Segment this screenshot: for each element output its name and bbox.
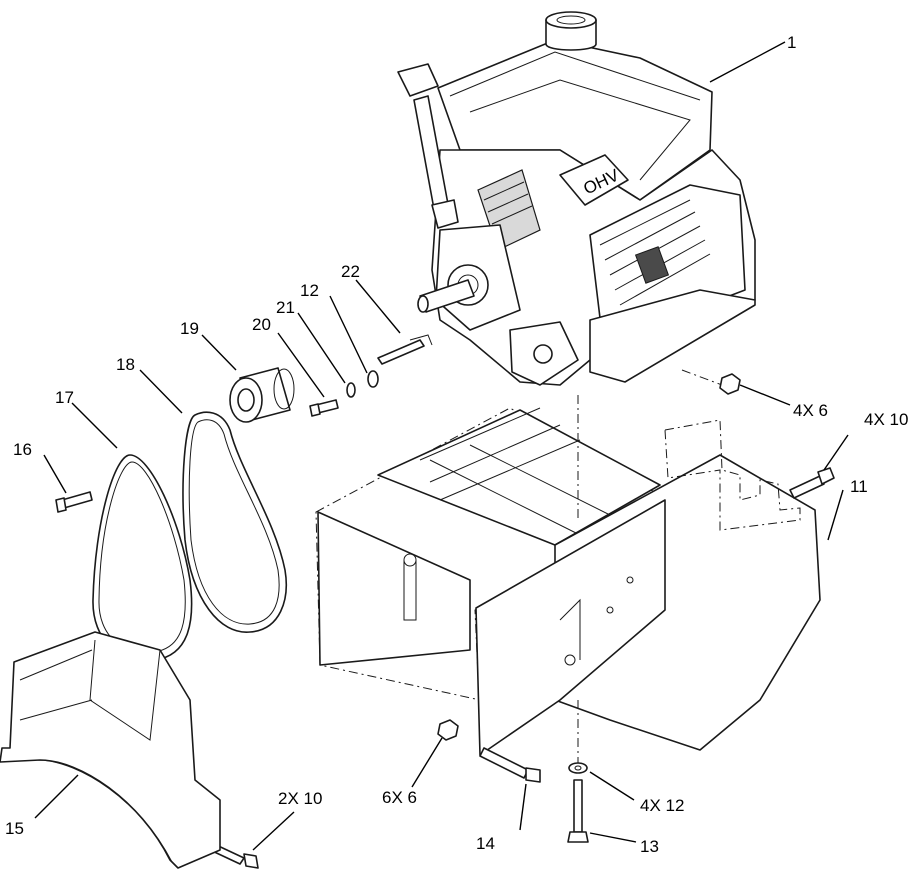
callout-17: 17 (55, 388, 74, 407)
callout-4x12: 4X 12 (640, 796, 684, 815)
callout-4x10: 4X 10 (864, 410, 908, 429)
callout-20: 20 (252, 315, 271, 334)
callout-4x6: 4X 6 (793, 401, 828, 420)
callout-2x10: 2X 10 (278, 789, 322, 808)
callout-11: 11 (850, 477, 868, 496)
fasteners (55, 334, 835, 869)
belt-cover (0, 631, 221, 869)
callout-13: 13 (640, 837, 659, 856)
callout-12: 12 (300, 281, 319, 300)
pulley (229, 367, 295, 423)
engine-assembly: OHV (397, 11, 756, 386)
frame-housing (315, 369, 821, 765)
callout-6x6: 6X 6 (382, 788, 417, 807)
callout-19: 19 (180, 319, 199, 338)
callout-21: 21 (276, 298, 295, 317)
callout-18: 18 (116, 355, 135, 374)
callout-1: 1 (787, 33, 796, 52)
callout-15: 15 (5, 819, 24, 838)
callout-labels: 1 11 12 13 14 15 16 17 18 19 20 21 22 4X… (5, 33, 908, 856)
callout-14: 14 (476, 834, 495, 853)
callout-22: 22 (341, 262, 360, 281)
drive-belts (92, 411, 287, 662)
callout-16: 16 (13, 440, 32, 459)
leader-lines (34, 41, 849, 851)
